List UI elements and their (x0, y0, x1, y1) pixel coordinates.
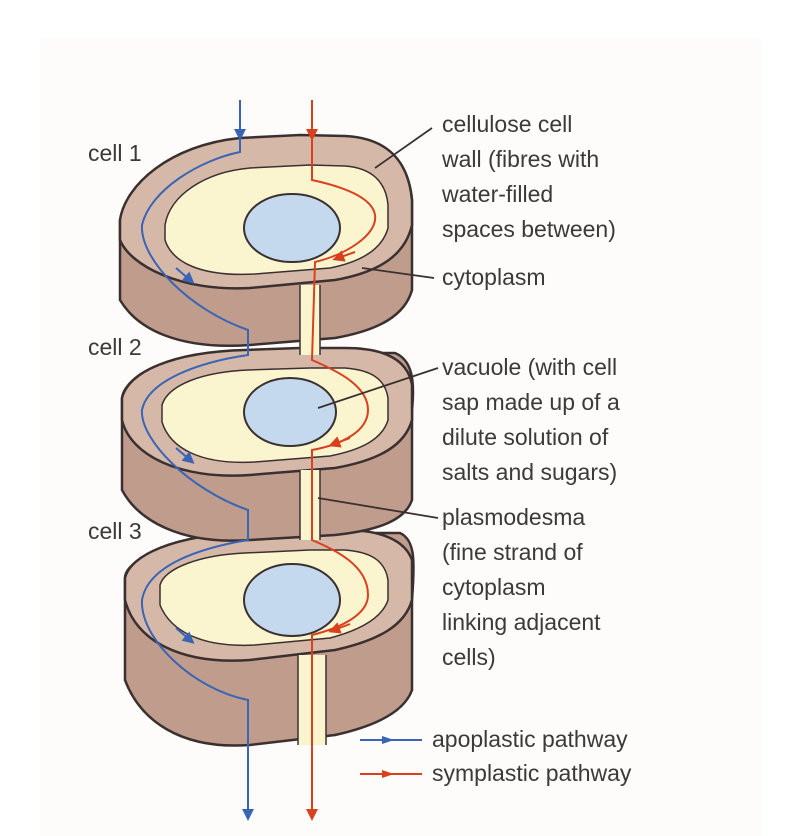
plasmodesma-annotation: plasmodesma (fine strand of cytoplasm li… (442, 506, 601, 681)
plasmodesma-leader (317, 497, 439, 519)
cell-1-vacuole (243, 193, 341, 263)
cell-2-plasmodesma (300, 470, 320, 540)
legend-apoplastic-arrowhead (382, 736, 394, 744)
cell-1 (118, 133, 414, 355)
symplastic-arrow-cell-3 (328, 622, 351, 634)
cell-wall-line-4: spaces between) (442, 216, 616, 242)
cell-3-label: cell 3 (88, 518, 142, 544)
cell-2-vacuole (243, 377, 337, 447)
cytoplasm-annotation: cytoplasm (442, 264, 546, 290)
cell-wall-line-1: cellulose cell (442, 111, 573, 137)
apoplastic-arrow-cell-2 (175, 447, 195, 464)
vacuole-line-1: vacuole (with cell (442, 354, 618, 380)
vacuole-annotation: vacuole (with cell sap made up of a dilu… (442, 356, 620, 496)
vacuole-line-2: sap made up of a (442, 389, 620, 415)
legend-symplastic-label: symplastic pathway (432, 760, 632, 786)
legend-symplastic-arrowhead (382, 770, 394, 778)
cell-2-label: cell 2 (88, 334, 142, 360)
apoplastic-pathway-line (140, 102, 249, 815)
plasmodesma-line-4: linking adjacent (442, 609, 601, 635)
cell-wall-line-2: wall (fibres with (442, 146, 600, 172)
cytoplasm-leader (361, 267, 435, 279)
vacuole-line-3: dilute solution of (442, 424, 609, 450)
cell-1-plasmodesma (300, 285, 320, 355)
symplastic-pathway-line (310, 102, 377, 815)
apoplastic-arrow-cell-3 (175, 627, 195, 644)
plasmodesma-line-3: cytoplasm (442, 574, 546, 600)
cell-wall-line-3: water-filled (442, 181, 554, 207)
plasmodesma-line-5: cells) (442, 644, 496, 670)
vacuole-leader (317, 367, 439, 409)
legend-apoplastic-label: apoplastic pathway (432, 726, 628, 752)
cell-3 (123, 528, 415, 747)
cell-wall-leader (374, 127, 433, 169)
plasmodesma-line-1: plasmodesma (442, 504, 586, 530)
symplastic-arrow-cell-1 (332, 250, 356, 262)
symplastic-arrow-cell-2 (328, 436, 351, 448)
cell-wall-annotation: cellulose cell wall (fibres with water-f… (442, 113, 616, 253)
cell-2 (120, 346, 415, 542)
plasmodesma-line-2: (fine strand of (442, 539, 583, 565)
cell-3-vacuole (243, 563, 341, 637)
apoplastic-arrow-cell-1 (175, 267, 195, 284)
cell-1-label: cell 1 (88, 140, 142, 166)
vacuole-line-4: salts and sugars) (442, 459, 618, 485)
